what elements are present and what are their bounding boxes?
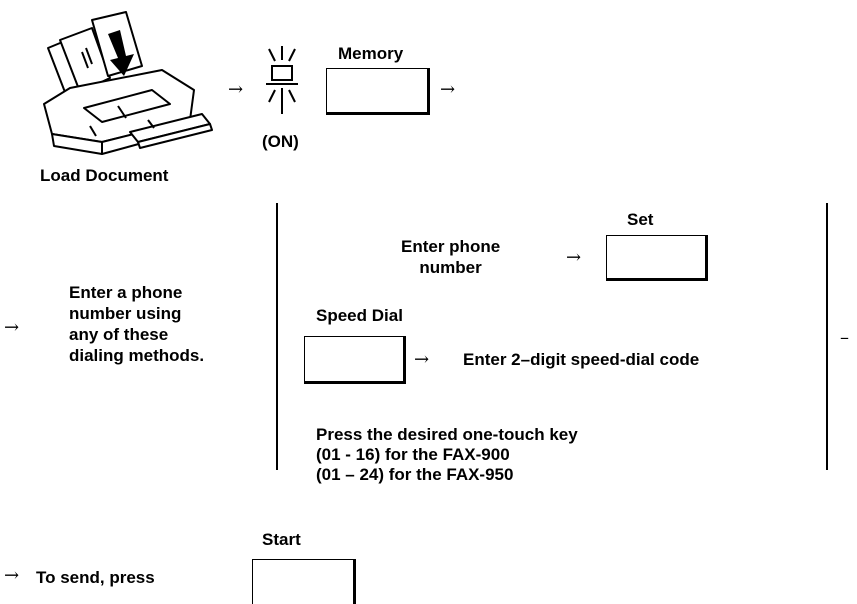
fax-machine-illustration xyxy=(43,11,213,155)
set-key-label: Set xyxy=(627,210,654,229)
start-key-label: Start xyxy=(262,530,301,549)
dialing-intro-text: Enter a phone number using any of these … xyxy=(69,283,205,365)
one-touch-key-text: Press the desired one-touch key (01 - 16… xyxy=(316,425,578,484)
enter-phone-number-text: Enter phone number xyxy=(401,237,501,277)
arrow-to-send: → xyxy=(4,565,20,586)
arrow-to-set-key: → xyxy=(566,247,582,268)
arrow-to-memory-lamp: → xyxy=(228,79,244,100)
dialing-bracket-left xyxy=(276,203,278,470)
speed-dial-key-label: Speed Dial xyxy=(316,306,403,325)
memory-lamp-on-icon xyxy=(266,46,298,114)
lamp-on-label: (ON) xyxy=(262,132,299,151)
arrow-to-speed-dial-code: → xyxy=(414,349,430,370)
dash-after-dialing: – xyxy=(840,327,849,348)
memory-key-label: Memory xyxy=(338,44,404,63)
speed-dial-key[interactable] xyxy=(304,336,406,384)
arrow-after-memory: → xyxy=(440,79,456,100)
speed-dial-code-text: Enter 2–digit speed-dial code xyxy=(463,350,700,369)
start-key[interactable] xyxy=(252,559,356,604)
arrow-to-dialing: → xyxy=(4,317,20,338)
to-send-press-text: To send, press xyxy=(36,568,155,587)
set-key[interactable] xyxy=(606,235,708,281)
load-document-label: Load Document xyxy=(40,166,169,185)
memory-key[interactable] xyxy=(326,68,430,115)
dialing-bracket-right xyxy=(826,203,828,470)
